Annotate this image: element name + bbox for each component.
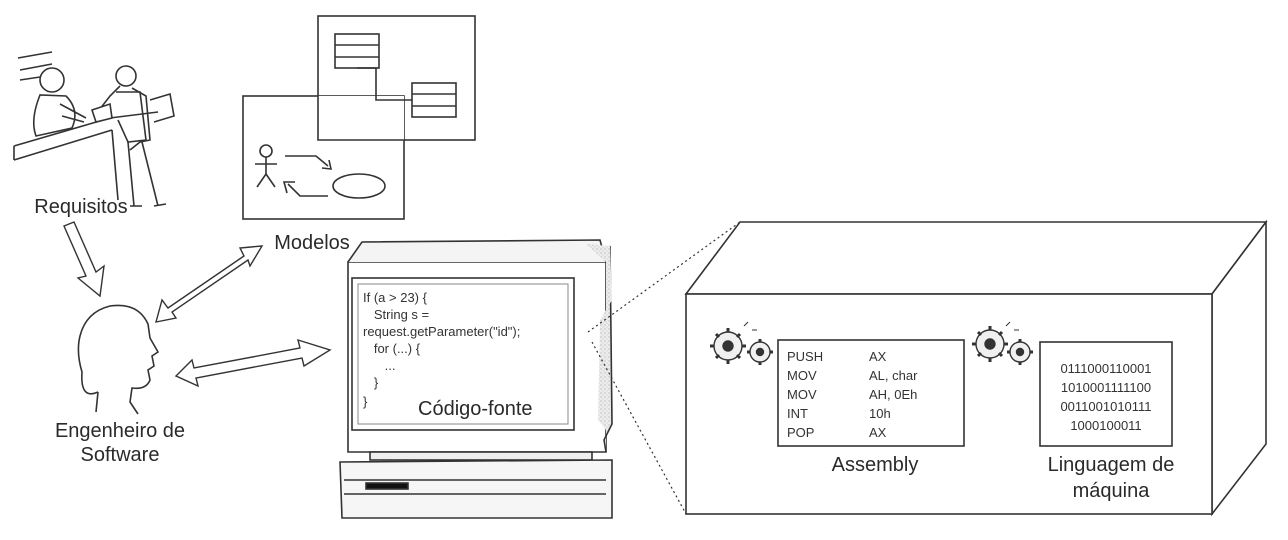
gear-icon — [972, 321, 1033, 365]
computer-monitor — [339, 239, 613, 519]
assembly-arg: AL, char — [869, 368, 918, 383]
code-line: String s = — [363, 307, 430, 322]
assembly-op: MOV — [787, 387, 817, 402]
zoom-lines — [587, 221, 741, 515]
binary-line: 0111000110001 — [1060, 361, 1152, 376]
codigo-fonte-label: Código-fonte — [418, 398, 533, 420]
binary-line: 0011001010111 — [1060, 399, 1152, 414]
linguagem-label-line1: Linguagem de — [1047, 454, 1175, 476]
assembly-op: INT — [787, 406, 808, 421]
assembly-op: MOV — [787, 368, 817, 383]
modelos-label: Modelos — [274, 232, 350, 254]
binary-line: 1010001111100 — [1060, 380, 1152, 395]
code-line: ... — [363, 358, 396, 373]
compiler-box — [684, 219, 1268, 517]
gear-icon — [710, 321, 773, 365]
requirements-illustration — [13, 51, 175, 207]
code-line: for (...) { — [363, 341, 421, 356]
assembly-op: POP — [787, 425, 815, 440]
binary-line: 1000100011 — [1070, 418, 1142, 433]
code-line: } — [363, 375, 379, 390]
uml-models — [242, 15, 476, 220]
assembly-op: PUSH — [787, 349, 824, 364]
requisitos-label: Requisitos — [34, 196, 128, 218]
assembly-arg: AX — [869, 425, 887, 440]
engenheiro-label-line2: Software — [80, 444, 160, 466]
assembly-arg: AX — [869, 349, 887, 364]
code-line: } — [363, 394, 368, 409]
assembly-arg: AH, 0Eh — [869, 387, 918, 402]
assembly-arg: 10h — [869, 406, 891, 421]
code-line: request.getParameter("id"); — [363, 324, 521, 339]
code-line: If (a > 23) { — [363, 290, 427, 305]
linguagem-label-line2: máquina — [1072, 480, 1150, 502]
engineer-head — [77, 304, 160, 415]
assembly-label: Assembly — [831, 454, 919, 476]
engenheiro-label-line1: Engenheiro de — [54, 420, 186, 442]
